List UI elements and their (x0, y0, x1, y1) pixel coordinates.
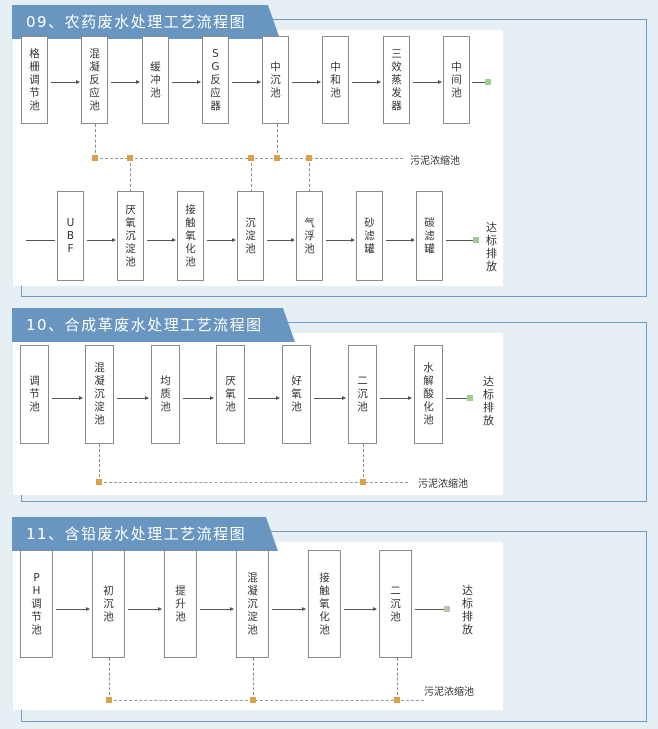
process-box: 缓冲池 (142, 36, 169, 124)
diagram-11-title: 11、含铅废水处理工艺流程图 (12, 517, 278, 551)
flow-arrow (87, 238, 116, 242)
sludge-node (127, 155, 133, 161)
flow-arrow (352, 80, 381, 84)
process-box: UBF (57, 191, 84, 281)
sludge-line (95, 124, 96, 158)
process-box: 水解酸化池 (414, 345, 443, 444)
flow-line (472, 82, 486, 83)
sludge-node (106, 697, 112, 703)
sludge-label: 污泥浓缩池 (410, 156, 460, 167)
flow-arrow (183, 396, 214, 400)
process-box: 沉淀池 (237, 191, 264, 281)
sludge-line (99, 444, 100, 482)
process-box: 气浮池 (296, 191, 323, 281)
process-box: 中和池 (322, 36, 349, 124)
flow-arrow (52, 396, 83, 400)
process-box: 提升池 (164, 550, 197, 658)
process-box: 初沉池 (92, 550, 125, 658)
sludge-label: 污泥浓缩池 (424, 687, 474, 698)
flow-arrow (232, 80, 261, 84)
flow-line (415, 609, 445, 610)
flow-arrow (314, 396, 346, 400)
sludge-node (394, 697, 400, 703)
flow-arrow (413, 80, 442, 84)
flow-arrow (147, 238, 176, 242)
output-node (485, 79, 491, 85)
process-box: 二沉池 (379, 550, 412, 658)
sludge-node (360, 479, 366, 485)
flow-line (26, 240, 55, 241)
output-node (444, 606, 450, 612)
flow-arrow (172, 80, 201, 84)
output-label: 达标排放 (483, 375, 494, 427)
process-box: 中沉池 (262, 36, 289, 124)
flow-arrow (248, 396, 280, 400)
sludge-line (309, 158, 310, 192)
flow-arrow (200, 607, 234, 611)
process-box: 接触氧化池 (308, 550, 341, 658)
process-box: 中间池 (443, 36, 470, 124)
sludge-line (130, 158, 131, 192)
flow-arrow (380, 396, 412, 400)
flow-line (446, 240, 474, 241)
process-box: 碳滤罐 (416, 191, 443, 281)
sludge-line (109, 658, 110, 700)
sludge-line (363, 444, 364, 482)
sludge-node (248, 155, 254, 161)
process-box: SG反应器 (202, 36, 229, 124)
flow-arrow (56, 607, 90, 611)
flow-arrow (51, 80, 80, 84)
process-box: 三效蒸发器 (383, 36, 410, 124)
flow-arrow (386, 238, 415, 242)
diagram-10: 10、合成革废水处理工艺流程图 调节池 混凝沉淀池 均质池 厌氧池 好氧池 二沉… (0, 0, 647, 502)
diagram-10-title: 10、合成革废水处理工艺流程图 (12, 308, 295, 342)
process-box: 均质池 (151, 345, 180, 444)
process-box: 好氧池 (282, 345, 311, 444)
output-label: 达标排放 (486, 221, 497, 273)
flow-arrow (326, 238, 355, 242)
process-box: 混凝沉淀池 (236, 550, 269, 658)
process-box: 二沉池 (348, 345, 377, 444)
flow-arrow (111, 80, 140, 84)
sludge-line (253, 658, 254, 700)
sludge-line (109, 700, 424, 701)
process-box: 调节池 (20, 345, 49, 444)
flow-arrow (207, 238, 236, 242)
process-box: 厌氧沉淀池 (117, 191, 144, 281)
sludge-line (99, 482, 408, 483)
sludge-node (96, 479, 102, 485)
output-label: 达标排放 (462, 584, 473, 636)
diagram-09-title: 09、农药废水处理工艺流程图 (12, 5, 280, 39)
output-node (473, 237, 479, 243)
process-box: 砂滤罐 (356, 191, 383, 281)
process-box: 接触氧化池 (177, 191, 204, 281)
process-box: 厌氧池 (216, 345, 245, 444)
flow-arrow (117, 396, 149, 400)
process-box: 混凝沉淀池 (85, 345, 114, 444)
flow-line (446, 398, 468, 399)
process-box: PH调节池 (20, 550, 53, 658)
sludge-line (277, 124, 278, 158)
flow-arrow (344, 607, 377, 611)
flow-arrow (128, 607, 162, 611)
process-box: 混凝反应池 (81, 36, 108, 124)
sludge-node (92, 155, 98, 161)
flow-arrow (292, 80, 321, 84)
process-box: 格栅调节池 (21, 36, 48, 124)
sludge-node (306, 155, 312, 161)
sludge-line (251, 158, 252, 192)
sludge-node (250, 697, 256, 703)
diagram-09: 09、农药废水处理工艺流程图 格栅调节池 混凝反应池 缓冲池 SG反应器 中沉池… (0, 0, 658, 300)
flow-arrow (267, 238, 295, 242)
flow-arrow (272, 607, 306, 611)
output-node (467, 395, 473, 401)
sludge-label: 污泥浓缩池 (418, 479, 468, 490)
sludge-line (397, 658, 398, 700)
sludge-node (274, 155, 280, 161)
